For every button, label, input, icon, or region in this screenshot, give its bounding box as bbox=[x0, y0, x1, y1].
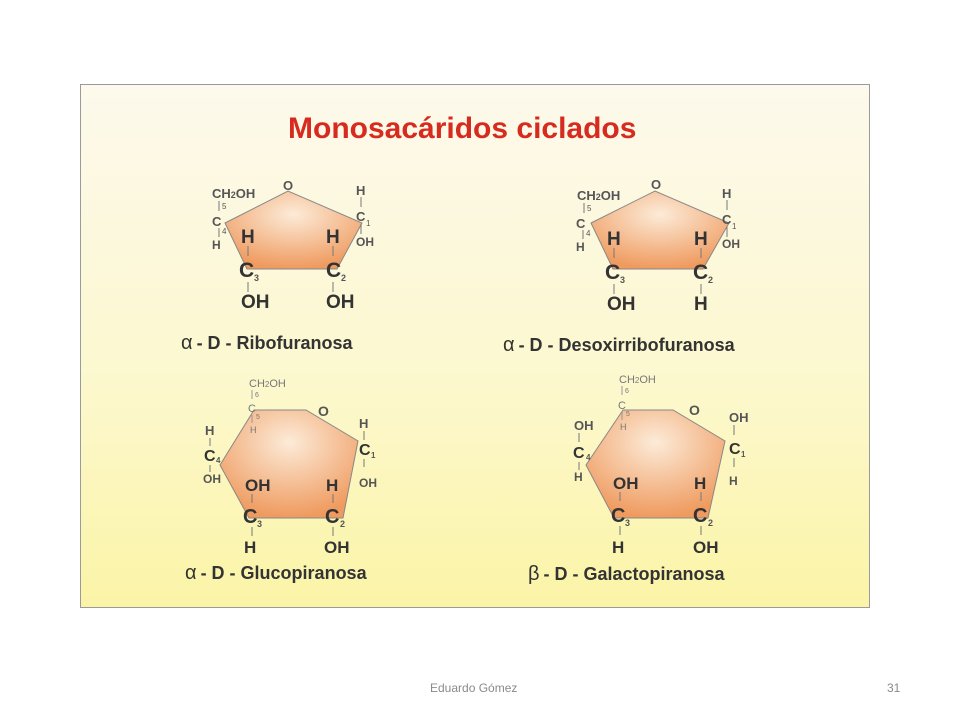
glucopiranosa-label: α- D - Glucopiranosa bbox=[185, 562, 368, 584]
svg-text:5: 5 bbox=[626, 411, 630, 418]
svg-text:1: 1 bbox=[732, 222, 737, 231]
svg-text:H: H bbox=[694, 229, 708, 250]
svg-text:4: 4 bbox=[222, 227, 227, 236]
page-number: 31 bbox=[887, 681, 901, 695]
svg-text:C: C bbox=[248, 403, 256, 415]
svg-text:H: H bbox=[607, 229, 621, 250]
svg-text:H: H bbox=[576, 240, 585, 254]
svg-text:C: C bbox=[243, 506, 257, 528]
svg-text:3: 3 bbox=[254, 273, 259, 283]
svg-text:OH: OH bbox=[324, 538, 350, 557]
svg-text:4: 4 bbox=[216, 456, 221, 465]
svg-text:C: C bbox=[605, 261, 620, 284]
svg-text:1: 1 bbox=[366, 219, 371, 228]
svg-text:H: H bbox=[359, 416, 368, 431]
svg-text:2: 2 bbox=[708, 275, 713, 285]
svg-text:H: H bbox=[326, 227, 340, 248]
ribofuranosa-label: α- D - Ribofuranosa bbox=[181, 332, 354, 354]
svg-text:C: C bbox=[618, 400, 626, 412]
svg-text:OH: OH bbox=[356, 235, 374, 249]
svg-text:CH2OH: CH2OH bbox=[212, 186, 255, 201]
svg-text:5: 5 bbox=[587, 204, 592, 213]
monosaccharide-figure: Monosacáridos ciclados CH2OH 5 O C 4 H H… bbox=[80, 84, 870, 608]
svg-text:H: H bbox=[620, 422, 627, 432]
svg-text:OH: OH bbox=[326, 292, 355, 313]
svg-text:C: C bbox=[359, 442, 371, 459]
svg-text:OH: OH bbox=[722, 237, 740, 251]
svg-text:OH: OH bbox=[203, 472, 221, 486]
svg-text:3: 3 bbox=[257, 519, 262, 529]
svg-text:1: 1 bbox=[741, 450, 746, 459]
svg-text:C: C bbox=[693, 261, 708, 284]
svg-text:H: H bbox=[722, 186, 731, 201]
svg-text:6: 6 bbox=[625, 388, 629, 395]
svg-text:H: H bbox=[205, 423, 214, 438]
desoxirribofuranosa-structure: CH2OH 5 O C 4 H H C 1 OH H C 3 OH H C 2 … bbox=[576, 177, 740, 315]
svg-text:C: C bbox=[576, 216, 586, 231]
svg-text:H: H bbox=[694, 294, 708, 315]
svg-text:4: 4 bbox=[586, 229, 591, 238]
svg-text:H: H bbox=[326, 476, 338, 495]
svg-text:4: 4 bbox=[586, 453, 591, 462]
svg-text:H: H bbox=[694, 474, 706, 493]
svg-text:O: O bbox=[689, 402, 700, 418]
ribofuranosa-structure: CH2OH 5 O C 4 H H C 1 OH H C 3 OH H C 2 … bbox=[212, 178, 374, 313]
svg-text:C: C bbox=[573, 445, 585, 462]
galactopyranose-ring bbox=[585, 409, 726, 519]
svg-text:OH: OH bbox=[613, 474, 639, 493]
svg-text:OH: OH bbox=[693, 538, 719, 557]
svg-text:OH: OH bbox=[359, 476, 377, 490]
svg-text:2: 2 bbox=[708, 518, 713, 528]
svg-text:C: C bbox=[356, 209, 366, 224]
svg-text:H: H bbox=[241, 227, 255, 248]
svg-text:O: O bbox=[651, 177, 661, 192]
footer-author: Eduardo Gómez bbox=[430, 681, 518, 695]
svg-text:O: O bbox=[318, 403, 329, 419]
svg-text:CH2OH: CH2OH bbox=[577, 188, 620, 203]
svg-text:C: C bbox=[693, 505, 707, 527]
svg-text:OH: OH bbox=[245, 476, 271, 495]
svg-text:H: H bbox=[250, 425, 257, 435]
svg-text:O: O bbox=[283, 178, 293, 193]
svg-text:H: H bbox=[729, 474, 738, 488]
svg-text:3: 3 bbox=[625, 518, 630, 528]
svg-text:C: C bbox=[239, 259, 254, 282]
svg-text:H: H bbox=[612, 538, 624, 557]
svg-text:C: C bbox=[325, 506, 339, 528]
svg-text:6: 6 bbox=[255, 392, 259, 399]
svg-text:H: H bbox=[244, 538, 256, 557]
svg-text:OH: OH bbox=[607, 294, 636, 315]
svg-text:CH2OH: CH2OH bbox=[249, 378, 286, 390]
svg-text:C: C bbox=[326, 259, 341, 282]
figure-title: Monosacáridos ciclados bbox=[288, 112, 636, 145]
galactopiranosa-label: β- D - Galactopiranosa bbox=[528, 563, 726, 585]
svg-text:5: 5 bbox=[256, 414, 260, 421]
glucopyranose-ring bbox=[219, 409, 359, 519]
svg-text:C: C bbox=[204, 448, 216, 465]
desoxirribofuranose-ring bbox=[590, 190, 730, 270]
svg-text:OH: OH bbox=[574, 418, 594, 433]
svg-text:2: 2 bbox=[340, 519, 345, 529]
desoxirribofuranosa-label: α- D - Desoxirribofuranosa bbox=[503, 334, 736, 356]
svg-text:C: C bbox=[729, 441, 741, 458]
ribofuranose-ring bbox=[224, 190, 363, 270]
svg-text:H: H bbox=[356, 183, 365, 198]
svg-text:OH: OH bbox=[241, 292, 270, 313]
glucopiranosa-structure: CH2OH 6 C 5 H O H C 4 OH H C 1 OH OH C 3… bbox=[203, 378, 377, 557]
svg-text:CH2OH: CH2OH bbox=[619, 374, 656, 386]
svg-text:1: 1 bbox=[371, 451, 376, 460]
svg-text:C: C bbox=[722, 212, 732, 227]
svg-text:H: H bbox=[574, 470, 583, 484]
galactopiranosa-structure: CH2OH 6 C 5 H O OH C 4 H OH C 1 H OH C 3… bbox=[573, 374, 749, 557]
svg-text:5: 5 bbox=[222, 202, 227, 211]
svg-text:3: 3 bbox=[620, 275, 625, 285]
svg-text:C: C bbox=[611, 505, 625, 527]
svg-text:OH: OH bbox=[729, 410, 749, 425]
svg-text:C: C bbox=[212, 214, 222, 229]
svg-text:H: H bbox=[212, 238, 221, 252]
svg-text:2: 2 bbox=[341, 273, 346, 283]
